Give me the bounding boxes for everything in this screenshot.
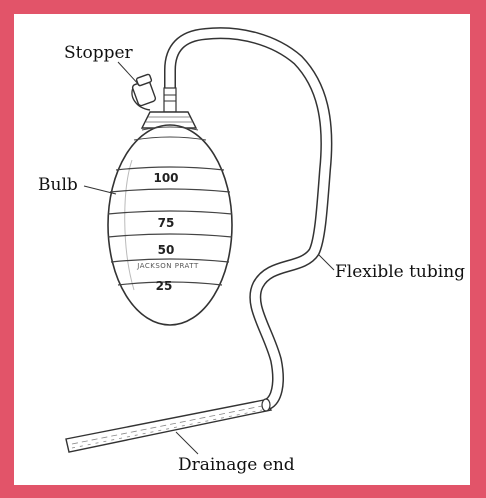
tube-connector	[164, 88, 176, 112]
label-stopper: Stopper	[64, 43, 134, 63]
label-flexible-tubing: Flexible tubing	[335, 262, 465, 282]
bulb-brand: JACKSON PRATT	[136, 262, 199, 270]
bulb-mark-50: 50	[158, 243, 175, 257]
bulb-mark-100: 100	[153, 171, 178, 185]
label-drainage-end: Drainage end	[178, 455, 295, 475]
bulb-mark-75: 75	[158, 216, 175, 230]
drainage-end	[66, 399, 271, 452]
label-bulb: Bulb	[38, 175, 78, 195]
bulb-mark-25: 25	[156, 279, 173, 293]
stopper	[132, 74, 156, 110]
